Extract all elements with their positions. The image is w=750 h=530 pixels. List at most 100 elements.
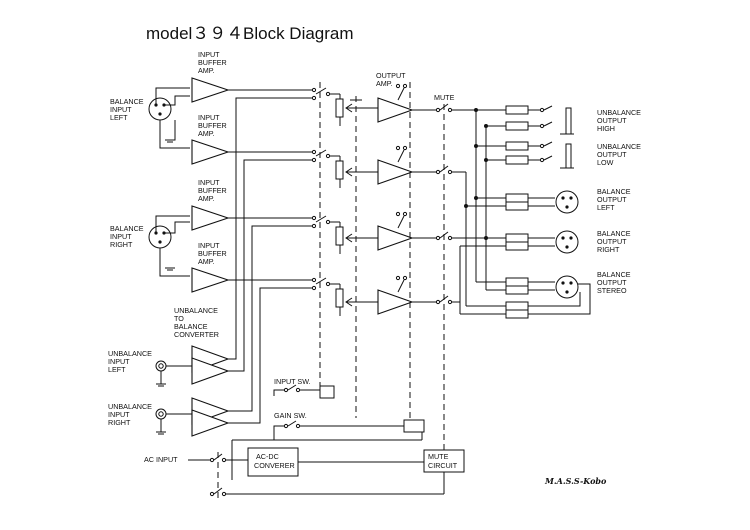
output-gain-switches: [395, 83, 408, 293]
gain-sw-switch: [273, 419, 425, 440]
rca-input-right-icon: [155, 408, 167, 420]
input-buffer-amp-2: [191, 139, 230, 165]
unbalance-output-high-jack: [528, 105, 574, 135]
acdc-converter-box: AC-DC CONVERER: [247, 447, 299, 477]
output-bus-left: [452, 108, 506, 283]
svg-text:HIGH: HIGH: [597, 124, 615, 133]
volume-pot-2: [330, 155, 378, 188]
svg-text:BUFFER: BUFFER: [198, 186, 227, 195]
wire-xlr-left-cold: [159, 120, 190, 149]
unbalance-input-right-label: UNBALANCE INPUT RIGHT: [108, 402, 152, 427]
input-buffer-amp-label-2: INPUT BUFFER AMP.: [198, 113, 227, 138]
svg-text:AMP.: AMP.: [198, 66, 215, 75]
output-bus-right: [452, 124, 506, 291]
svg-text:INPUT: INPUT: [198, 113, 220, 122]
svg-text:OUTPUT: OUTPUT: [376, 71, 406, 80]
unbalance-output-low-jack: [528, 141, 574, 169]
svg-text:BUFFER: BUFFER: [198, 249, 227, 258]
svg-text:INPUT: INPUT: [110, 232, 132, 241]
svg-text:OUTPUT: OUTPUT: [597, 278, 627, 287]
svg-text:INPUT: INPUT: [108, 357, 130, 366]
svg-text:AMP.: AMP.: [376, 79, 393, 88]
input-sw-switch: [273, 384, 335, 399]
xlr-output-left-icon: [528, 190, 579, 214]
svg-text:UNBALANCE: UNBALANCE: [108, 402, 152, 411]
output-bus-left-cold: [452, 171, 506, 307]
svg-text:TO: TO: [174, 314, 184, 323]
svg-text:BALANCE: BALANCE: [110, 224, 144, 233]
svg-text:BALANCE: BALANCE: [597, 187, 631, 196]
mute-label: MUTE: [434, 93, 455, 102]
svg-text:LEFT: LEFT: [597, 203, 615, 212]
svg-text:CONVERTER: CONVERTER: [174, 330, 219, 339]
ground-icon-rca-left: [156, 383, 166, 387]
balance-input-right-label: BALANCE INPUT RIGHT: [110, 224, 144, 249]
volume-pot-4: [330, 283, 378, 316]
converter-right: [191, 397, 230, 437]
svg-text:CIRCUIT: CIRCUIT: [428, 461, 458, 470]
svg-text:INPUT: INPUT: [108, 410, 130, 419]
output-amp-label: OUTPUT AMP.: [376, 71, 406, 88]
svg-text:BUFFER: BUFFER: [198, 121, 227, 130]
gain-sw-label: GAIN SW.: [274, 411, 307, 420]
input-buffer-amp-4: [191, 267, 230, 293]
diagram-model: model３９４: [146, 24, 243, 43]
svg-text:UNBALANCE: UNBALANCE: [597, 142, 641, 151]
ac-power-switch: [188, 452, 445, 498]
svg-text:OUTPUT: OUTPUT: [597, 150, 627, 159]
wire-xlr-left-gnd: [170, 120, 176, 141]
svg-text:RIGHT: RIGHT: [108, 418, 131, 427]
output-amp-1: [377, 97, 414, 123]
xlr-output-right-icon: [528, 230, 579, 254]
unbalance-to-balance-label: UNBALANCE TO BALANCE CONVERTER: [174, 306, 219, 339]
output-amp-4: [377, 289, 414, 315]
svg-text:OUTPUT: OUTPUT: [597, 237, 627, 246]
volume-pot-1: [330, 93, 378, 126]
svg-text:INPUT: INPUT: [198, 178, 220, 187]
svg-text:BUFFER: BUFFER: [198, 58, 227, 67]
wire-xlr-left-hot2: [164, 95, 190, 106]
xlr-output-stereo-icon: [528, 275, 591, 315]
svg-text:AMP.: AMP.: [198, 257, 215, 266]
svg-text:BALANCE: BALANCE: [597, 270, 631, 279]
output-bus-right-cold: [452, 245, 506, 315]
output-resistors: [505, 105, 529, 319]
input-buffer-amp-label-4: INPUT BUFFER AMP.: [198, 241, 227, 266]
converter-left: [191, 345, 230, 385]
unbalance-output-low-label: UNBALANCE OUTPUT LOW: [597, 142, 641, 167]
maker-signature: M.A.S.S-Kobo: [544, 476, 607, 486]
mute-switches: [435, 103, 453, 305]
svg-text:UNBALANCE: UNBALANCE: [597, 108, 641, 117]
wire-xlr-right-cold: [159, 248, 190, 277]
ground-icon-rca-right: [156, 431, 166, 435]
wire-xlr-right-hot: [155, 215, 190, 233]
balance-output-right-label: BALANCE OUTPUT RIGHT: [597, 229, 631, 254]
xlr-input-left-icon: [148, 97, 172, 121]
xlr-input-right-icon: [148, 225, 172, 249]
ground-icon-right: [165, 267, 175, 271]
input-buffer-amp-1: [191, 77, 230, 103]
svg-text:BALANCE: BALANCE: [597, 229, 631, 238]
wire-xlr-left-hot: [155, 87, 190, 105]
svg-text:CONVERER: CONVERER: [254, 461, 295, 470]
wire-xlr-right-hot2: [164, 221, 190, 234]
svg-text:BALANCE: BALANCE: [174, 322, 208, 331]
input-buffer-amp-label-1: INPUT BUFFER AMP.: [198, 50, 227, 75]
unbalance-input-left-label: UNBALANCE INPUT LEFT: [108, 349, 152, 374]
svg-text:INPUT: INPUT: [198, 50, 220, 59]
balance-output-left-label: BALANCE OUTPUT LEFT: [597, 187, 631, 212]
svg-text:AC-DC: AC-DC: [256, 452, 279, 461]
output-amp-3: [377, 225, 414, 251]
svg-text:AMP.: AMP.: [198, 194, 215, 203]
svg-text:MUTE: MUTE: [428, 452, 449, 461]
input-sw-label: INPUT SW.: [274, 377, 311, 386]
svg-text:OUTPUT: OUTPUT: [597, 116, 627, 125]
svg-text:LEFT: LEFT: [110, 113, 128, 122]
svg-text:UNBALANCE: UNBALANCE: [174, 306, 218, 315]
svg-text:LOW: LOW: [597, 158, 614, 167]
diagram-title: Block Diagram: [243, 24, 354, 43]
output-amp-2: [377, 159, 414, 185]
ac-input-label: AC INPUT: [144, 455, 178, 464]
ground-icon-left: [165, 139, 175, 143]
